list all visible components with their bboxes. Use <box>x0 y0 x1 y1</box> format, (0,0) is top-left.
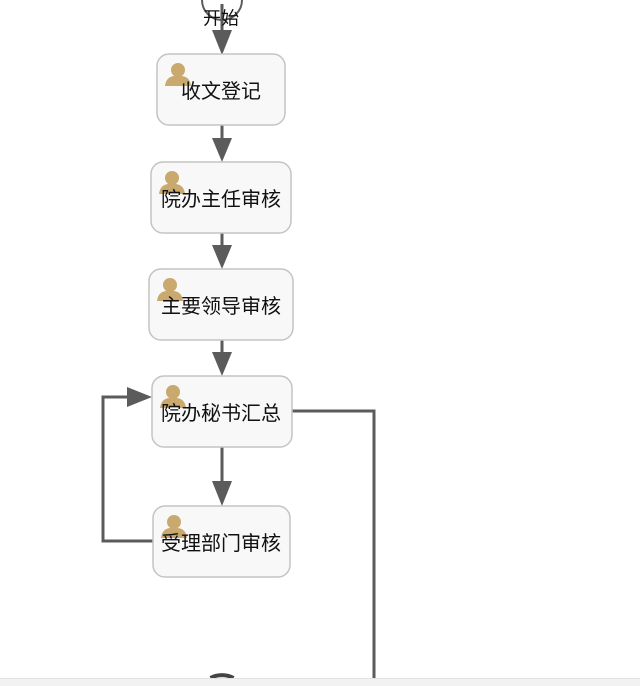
task-node-5[interactable]: 受理部门审核 <box>152 505 291 578</box>
task-node-3[interactable]: 主要领导审核 <box>148 268 294 341</box>
arrow-head <box>212 30 232 55</box>
arrow-head <box>212 245 232 269</box>
edge-4-to-end <box>292 409 376 678</box>
task-node-4[interactable]: 院办秘书汇总 <box>151 375 293 448</box>
end-event[interactable] <box>209 673 235 680</box>
start-label: 开始 <box>203 9 239 30</box>
bottom-bar <box>0 678 640 686</box>
arrow-head <box>127 387 152 407</box>
task-node-1[interactable]: 收文登记 <box>156 53 286 126</box>
edges <box>101 4 376 678</box>
arrow-head <box>212 481 232 506</box>
task-label: 主要领导审核 <box>161 294 281 318</box>
arrow-head <box>212 138 232 162</box>
task-node-2[interactable]: 院办主任审核 <box>150 161 292 234</box>
task-label: 收文登记 <box>181 79 261 103</box>
task-label: 院办主任审核 <box>161 187 281 211</box>
task-label: 受理部门审核 <box>161 531 281 555</box>
task-label: 院办秘书汇总 <box>161 401 281 425</box>
arrow-head <box>212 352 232 376</box>
edge-5-to-4-loop <box>101 395 153 543</box>
